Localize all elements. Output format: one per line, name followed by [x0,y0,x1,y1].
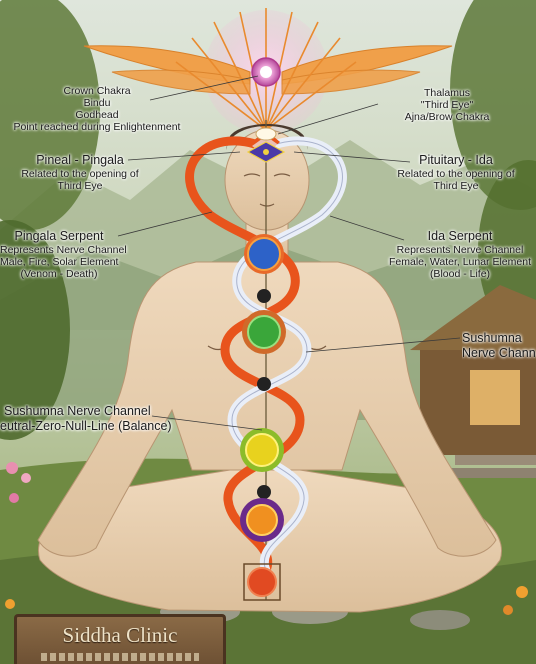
clinic-sign-text: Siddha Clinic [62,623,178,647]
pingala-title: Pingala Serpent [14,229,104,243]
thalamus-line1: Thalamus [423,87,471,99]
pituitary-line2: Third Eye [433,180,479,192]
thalamus-line2: "Third Eye" [420,99,474,111]
label-sushumna-left: Sushumna Nerve Channel eutral-Zero-Null-… [0,404,176,434]
clinic-sign: Siddha Clinic [14,614,226,664]
label-crown-chakra: Crown Chakra Bindu Godhead Point reached… [4,85,190,133]
pineal-line1: Related to the opening of [21,168,139,180]
sushumna-left-line1: eutral-Zero-Null-Line (Balance) [0,419,172,433]
ida-line2: Female, Water, Lunar Element [388,256,531,268]
sign-subtext-decoration [41,653,199,661]
crown-line3: Godhead [75,109,119,121]
sushumna-right-line1: Sushumna [462,331,522,345]
pituitary-title: Pituitary - Ida [419,153,493,167]
sushumna-left-title: Sushumna Nerve Channel [4,404,151,418]
label-pingala-serpent: Pingala Serpent Represents Nerve Channel… [0,229,127,280]
ida-line3: (Blood - Life) [429,268,491,280]
label-pineal: Pineal - Pingala Related to the opening … [6,153,154,192]
pituitary-line1: Related to the opening of [397,168,515,180]
ida-title: Ida Serpent [427,229,493,243]
thalamus-line3: Ajna/Brow Chakra [404,111,490,123]
crown-line4: Point reached during Enlightenment [13,121,181,133]
label-sushumna-right: Sushumna Nerve Chann [462,331,536,361]
pingala-line3: (Venom - Death) [20,268,98,280]
label-pituitary: Pituitary - Ida Related to the opening o… [386,153,526,192]
sushumna-right-line2: Nerve Chann [462,346,536,360]
pineal-title: Pineal - Pingala [36,153,124,167]
ida-line1: Represents Nerve Channel [396,244,524,256]
pineal-line2: Third Eye [57,180,103,192]
crown-line1: Crown Chakra [63,85,131,97]
label-ida-serpent: Ida Serpent Represents Nerve Channel Fem… [388,229,532,280]
pingala-line2: Male, Fire, Solar Element [0,256,119,268]
pingala-line1: Represents Nerve Channel [0,244,127,256]
crown-line2: Bindu [83,97,111,109]
label-thalamus: Thalamus "Third Eye" Ajna/Brow Chakra [382,87,512,123]
